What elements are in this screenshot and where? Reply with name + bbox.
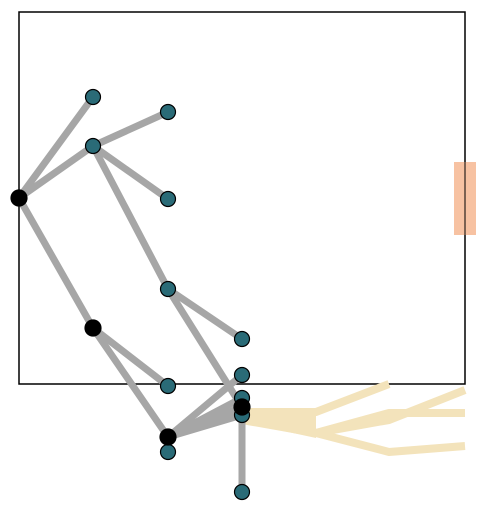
leaf-node (233, 483, 251, 501)
tree-edge (15, 93, 97, 202)
fan-strand (242, 380, 391, 416)
leaf-node (84, 88, 102, 106)
tree-edge (164, 394, 246, 441)
fan-bundle (241, 380, 467, 456)
tree-edge (15, 142, 97, 202)
internal-node (159, 428, 177, 446)
leaf-node (159, 103, 177, 121)
internal-node (10, 189, 28, 207)
internal-node (84, 319, 102, 337)
leaf-node (159, 280, 177, 298)
tree-edge (164, 285, 246, 411)
tree-edge (89, 324, 172, 441)
tree-edge (89, 324, 172, 390)
leaf-node (233, 330, 251, 348)
internal-node (233, 398, 251, 416)
fan-wedge (242, 408, 316, 438)
tree-edge (15, 194, 97, 332)
leaf-node (159, 190, 177, 208)
tree-edge (89, 142, 172, 293)
tree-edge (89, 108, 172, 150)
leaf-node (233, 366, 251, 384)
tree-nodes (10, 88, 251, 501)
leaf-node (84, 137, 102, 155)
tree-edges (15, 93, 246, 496)
tree-edge (164, 285, 246, 343)
tree-edge (89, 142, 172, 203)
leaf-node (159, 377, 177, 395)
leaf-node (159, 443, 177, 461)
